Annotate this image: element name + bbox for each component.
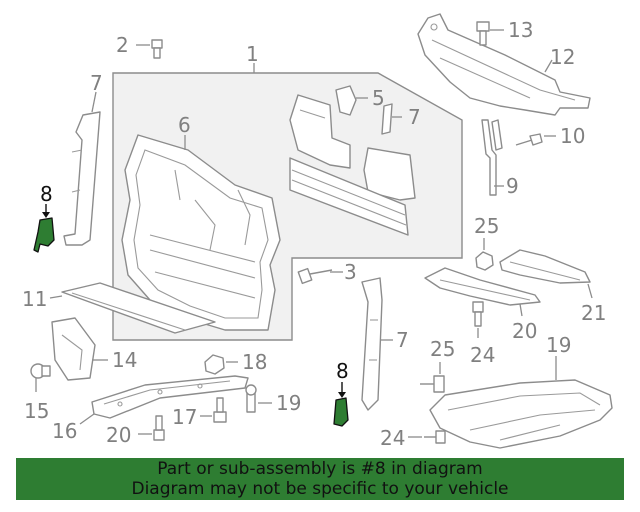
underbody-shield-21 xyxy=(429,379,613,449)
callout-17: 17 xyxy=(172,405,197,429)
bolt-20 xyxy=(153,415,165,441)
callout-7-right: 7 xyxy=(396,328,409,352)
bolt-13 xyxy=(476,21,490,46)
callout-18: 18 xyxy=(242,350,267,374)
bolt-10 xyxy=(515,133,543,146)
side-bracket-7-left xyxy=(63,111,101,246)
banner-line-1: Part or sub-assembly is #8 in diagram xyxy=(157,459,483,479)
callout-20: 20 xyxy=(106,423,131,447)
air-deflector-11 xyxy=(61,282,216,334)
bolt-24-middle xyxy=(472,301,484,327)
callout-22: 20 xyxy=(512,319,537,343)
bolt-24-lower xyxy=(424,430,446,444)
bracket-9 xyxy=(481,119,503,196)
shield-22 xyxy=(424,267,541,306)
callout-12: 12 xyxy=(550,45,575,69)
callout-13: 13 xyxy=(508,18,533,42)
nut-25-upper xyxy=(475,251,494,271)
shield-23 xyxy=(499,249,591,284)
clip-25-lower xyxy=(420,375,445,393)
callout-4: 6 xyxy=(178,113,191,137)
bolt-2 xyxy=(151,39,163,59)
shield-14 xyxy=(51,317,96,381)
callout-5: 5 xyxy=(372,86,385,110)
bolt-17 xyxy=(213,397,227,423)
callout-25-upper: 25 xyxy=(474,214,499,238)
bolt-3 xyxy=(297,267,333,285)
callout-11: 11 xyxy=(22,287,47,311)
callout-15: 15 xyxy=(24,399,49,423)
callout-23: 21 xyxy=(581,301,606,325)
clip-19 xyxy=(245,384,257,413)
callout-8-right: 8 xyxy=(336,359,349,383)
info-banner: Part or sub-assembly is #8 in diagram Di… xyxy=(16,458,624,500)
callout-24-lower: 24 xyxy=(380,426,405,450)
highlighted-part-8-right xyxy=(333,397,349,427)
callout-8-left: 8 xyxy=(40,182,53,206)
radiator-support-frame xyxy=(121,134,281,331)
lower-bracket-16 xyxy=(91,375,249,419)
banner-line-2: Diagram may not be specific to your vehi… xyxy=(131,479,509,499)
upper-cover-12 xyxy=(417,13,591,116)
upper-shield-panels xyxy=(289,85,416,236)
callout-14: 14 xyxy=(112,348,137,372)
callout-7-left: 7 xyxy=(90,71,103,95)
callout-19: 19 xyxy=(276,391,301,415)
callout-6: 7 xyxy=(408,105,421,129)
callout-21: 19 xyxy=(546,333,571,357)
callout-3: 3 xyxy=(344,260,357,284)
nut-18 xyxy=(204,354,225,375)
side-bracket-7-right xyxy=(361,277,383,411)
callout-16: 16 xyxy=(52,419,77,443)
callout-2: 2 xyxy=(116,33,129,57)
callout-24-middle: 24 xyxy=(470,343,495,367)
push-pin-15 xyxy=(30,363,51,379)
highlighted-part-8-left xyxy=(33,217,55,253)
callout-25-lower: 25 xyxy=(430,337,455,361)
callout-9: 9 xyxy=(506,174,519,198)
callout-1: 1 xyxy=(246,42,259,66)
callout-10: 10 xyxy=(560,124,585,148)
